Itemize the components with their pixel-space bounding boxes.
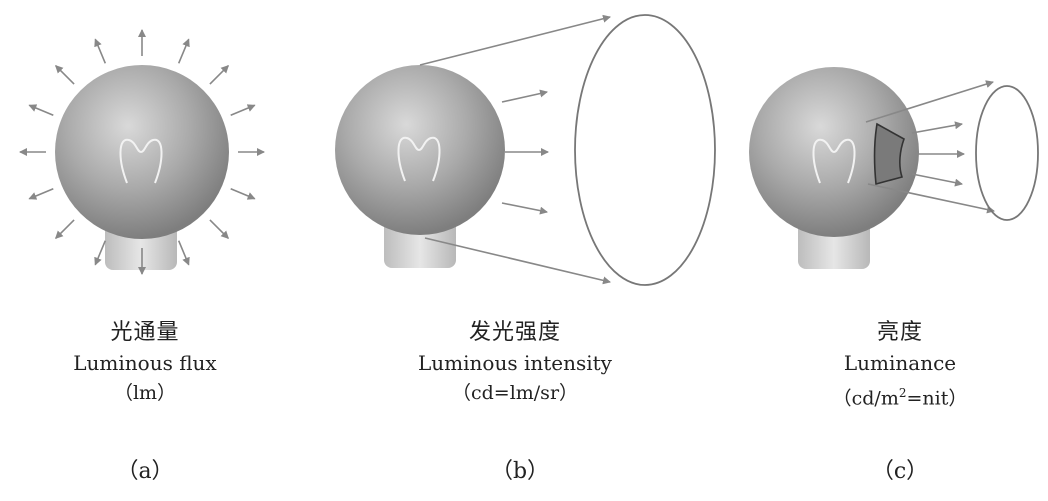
emitting-surface-patch: [873, 122, 905, 186]
caption-a: 光通量 Luminous flux （lm）: [40, 318, 250, 408]
cone-c-bottom-line: [867, 183, 995, 214]
luminance-cone: [865, 80, 1039, 221]
flux-arrow: [94, 38, 107, 64]
flux-arrow: [177, 38, 190, 64]
cone-b-bottom-line: [424, 237, 611, 285]
caption-b-unit: （cd=lm/sr）: [451, 382, 579, 404]
cone-c-ellipse: [975, 85, 1039, 221]
caption-c-unit: （cd/m2=nit）: [795, 378, 1005, 413]
bulb-c-filament: [812, 138, 856, 184]
caption-b-title: 发光强度: [468, 320, 561, 345]
ray-c-1: [911, 121, 963, 134]
flux-arrow: [230, 187, 256, 200]
flux-arrow: [94, 240, 107, 266]
subfigure-label-a: （a）: [116, 459, 174, 484]
subfigure-label-c: （c）: [871, 459, 929, 484]
flux-arrow: [209, 219, 230, 240]
caption-c-unit-sup: 2: [898, 386, 907, 400]
flux-arrow: [54, 64, 75, 85]
flux-arrow: [177, 240, 190, 266]
flux-arrows: [19, 29, 265, 275]
flux-arrow: [209, 64, 230, 85]
cone-b-top-line: [419, 14, 611, 66]
caption-c-unit-suffix: =nit）: [906, 387, 968, 410]
caption-c-unit-prefix: （cd/m: [832, 387, 899, 410]
caption-c-name: Luminance: [843, 351, 957, 375]
caption-c-title: 亮度: [876, 320, 923, 345]
caption-a-name: Luminous flux: [73, 351, 217, 375]
flux-arrow: [28, 187, 54, 200]
ray-b-1: [501, 89, 548, 103]
cone-c-top-line: [865, 80, 994, 123]
bulb-a-filament: [119, 138, 163, 184]
ray-c-3: [911, 173, 963, 187]
bulb-b: [335, 65, 505, 268]
subfigure-label-b: （b）: [490, 459, 550, 484]
flux-arrow: [230, 104, 256, 117]
cone-b-ellipse: [574, 14, 716, 286]
caption-c: 亮度 Luminance （cd/m2=nit）: [795, 318, 1005, 413]
bulb-c: [749, 67, 919, 269]
caption-b: 发光强度 Luminous intensity （cd=lm/sr）: [385, 318, 645, 408]
flux-arrow: [54, 219, 75, 240]
caption-a-unit: （lm）: [113, 382, 177, 404]
bulb-b-filament: [397, 136, 441, 182]
caption-a-title: 光通量: [110, 320, 180, 345]
caption-b-name: Luminous intensity: [418, 351, 612, 375]
flux-arrow: [28, 104, 54, 117]
intensity-cone: [419, 14, 716, 286]
ray-b-3: [501, 202, 548, 215]
bulb-a: [55, 65, 229, 270]
